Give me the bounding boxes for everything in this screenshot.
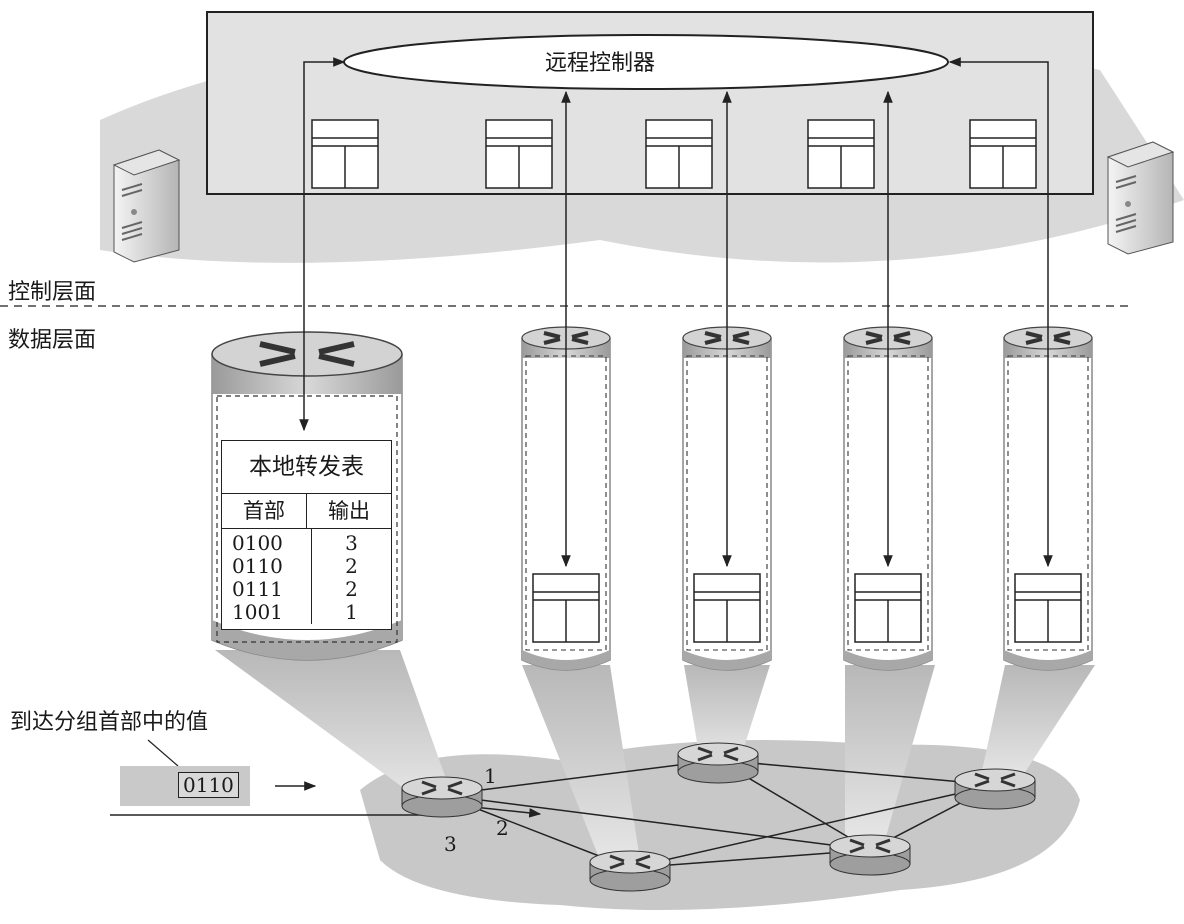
- output-column-label: 输出: [306, 494, 391, 528]
- flow-table-icon: [854, 573, 922, 643]
- forwarding-table-header: 首部 输出: [222, 494, 391, 529]
- control-flow-table-2: [485, 119, 553, 189]
- control-plane-label: 控制层面: [8, 280, 97, 305]
- router-icon-4: [828, 833, 912, 877]
- port-label-2: 2: [496, 816, 509, 840]
- header-values-column: 0100 0110 0111 1001: [222, 529, 311, 624]
- beam-3: [684, 665, 770, 760]
- forwarding-table-body: 0100 0110 0111 1001 3 2 2 1: [222, 529, 391, 624]
- forwarding-table: 本地转发表 首部 输出 0100 0110 0111 1001 3 2 2 1: [221, 440, 392, 630]
- table-cell: 1001: [232, 600, 283, 624]
- server-icon-right: [1106, 141, 1175, 255]
- control-flow-table-1: [311, 119, 379, 189]
- packet-header-value: 0110: [178, 772, 239, 798]
- control-flow-table-3: [645, 119, 713, 189]
- router-icon-5: [953, 767, 1037, 811]
- beam-1: [215, 650, 450, 800]
- forwarding-table-title: 本地转发表: [222, 441, 391, 494]
- beam-2: [522, 665, 640, 860]
- flow-table-icon: [693, 573, 761, 643]
- table-cell: 2: [345, 554, 358, 578]
- control-link-5: [948, 57, 1053, 568]
- server-icon-left: [112, 149, 181, 263]
- control-flow-table-5: [969, 119, 1037, 189]
- header-column-label: 首部: [243, 499, 285, 523]
- table-cell: 1: [345, 600, 358, 624]
- flow-table-icon: [532, 573, 600, 643]
- arrival-label: 到达分组首部中的值: [10, 710, 209, 735]
- table-cell: 2: [345, 577, 358, 601]
- table-cell: 0100: [232, 531, 283, 555]
- table-cell: 0111: [232, 577, 283, 601]
- router-icon-1: [400, 775, 484, 819]
- output-values-column: 3 2 2 1: [311, 529, 391, 624]
- beam-5: [980, 665, 1095, 780]
- arriving-packet: 0110: [120, 766, 250, 806]
- port-label-1: 1: [484, 764, 497, 788]
- router-icon-2: [676, 741, 760, 785]
- arrival-leader: [147, 739, 179, 767]
- beam-4: [845, 665, 935, 840]
- table-cell: 3: [345, 531, 358, 555]
- flow-table-icon: [1014, 573, 1082, 643]
- data-plane-label: 数据层面: [8, 328, 97, 353]
- control-flow-table-4: [807, 119, 875, 189]
- router-icon-3: [588, 849, 672, 893]
- port-label-3: 3: [444, 832, 457, 856]
- controller-label: 远程控制器: [544, 51, 655, 76]
- table-cell: 0110: [232, 554, 283, 578]
- control-link-1: [299, 57, 346, 432]
